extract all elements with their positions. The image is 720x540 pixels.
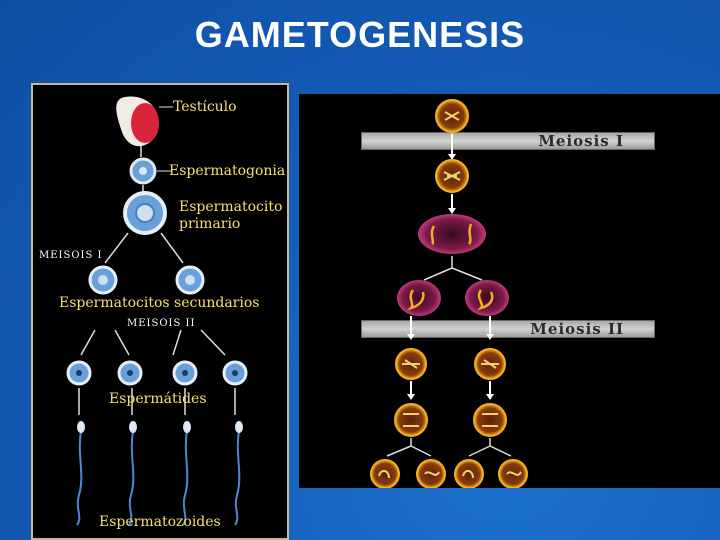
meiosis-1-banner: Meiosis I — [361, 132, 655, 150]
testis-red — [131, 103, 159, 143]
cell-anaphase-2 — [473, 403, 507, 437]
spermatozoa — [76, 430, 241, 526]
label-espermatocito: Espermatocito — [179, 199, 283, 215]
spermatogenesis-drawing — [66, 96, 248, 526]
meiosis-2-label: Meiosis II — [530, 320, 624, 338]
meiosis-2-banner: Meiosis II — [361, 320, 655, 338]
slide-title: GAMETOGENESIS — [194, 14, 526, 55]
label-espermatocitos-secundarios: Espermatocitos secundarios — [59, 295, 260, 311]
cell-anaphase-2 — [394, 403, 428, 437]
label-primario: primario — [179, 216, 241, 232]
cell-anaphase-1 — [418, 214, 486, 254]
label-meiosis-2: MEISOIS II — [127, 318, 196, 329]
spermatids — [66, 360, 248, 386]
label-espermatogonia: Espermatogonia — [169, 163, 286, 179]
cell-telophase-1 — [397, 280, 441, 316]
haploid-cells — [370, 459, 528, 488]
cell-telophase-1 — [465, 280, 509, 316]
spermatogenesis-diagram: Testículo Espermatogonia Espermatocito p… — [31, 83, 289, 540]
meiosis-diagram: Meiosis I Meiosis II — [299, 94, 720, 488]
label-espermatides: Espermátides — [109, 391, 207, 407]
label-testiculo: Testículo — [173, 99, 237, 115]
label-meiosis-1: MEISOIS I — [39, 250, 103, 261]
meiosis-1-label: Meiosis I — [538, 132, 624, 150]
meiosis-drawing — [370, 99, 528, 488]
label-espermatozoides: Espermatozoides — [99, 514, 221, 530]
